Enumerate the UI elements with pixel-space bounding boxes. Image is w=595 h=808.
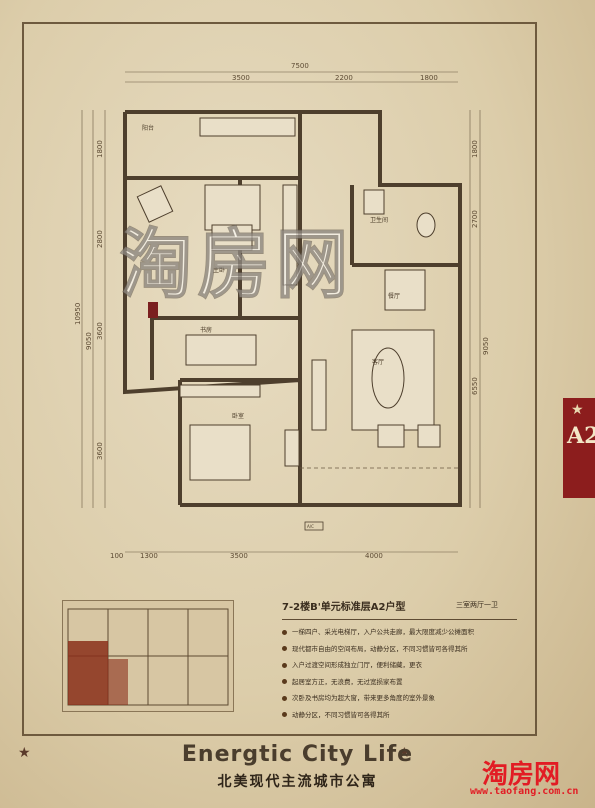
divider bbox=[282, 619, 517, 620]
unit-layout: 三室两厅一卫 bbox=[456, 601, 498, 609]
bullet-icon bbox=[282, 646, 287, 651]
watermark-text: 淘房网 bbox=[119, 219, 355, 309]
dim-left-1: 1800 bbox=[96, 140, 104, 158]
unit-code: A2 bbox=[567, 423, 595, 449]
bullet-icon bbox=[282, 662, 287, 668]
bullet-icon bbox=[282, 712, 287, 717]
dim-right-3: 6550 bbox=[471, 377, 479, 395]
unit-title: 7-2楼B'单元标准层A2户型 bbox=[282, 602, 406, 613]
dim-top-2: 2200 bbox=[335, 74, 353, 82]
dim-right-1: 1800 bbox=[471, 140, 479, 158]
feature-list: 一梯四户、采光电梯厅，入户公共走廊，最大限度减少公摊面积 现代都市自由的空间布局… bbox=[282, 624, 532, 723]
dim-top-total: 7500 bbox=[291, 62, 309, 70]
entry-door-marker bbox=[148, 302, 158, 318]
list-item: 次卧及书房均为超大窗，带来更多角度的室外景象 bbox=[282, 690, 532, 707]
brand-logo: 淘房网 bbox=[482, 760, 561, 790]
brand-url[interactable]: www.taofang.com.cn bbox=[470, 786, 579, 797]
room-label-balcony: 阳台 bbox=[142, 124, 154, 132]
dim-top-3: 1800 bbox=[420, 74, 438, 82]
room-label-bath: 卫生间 bbox=[370, 216, 388, 224]
list-item: 一梯四户、采光电梯厅，入户公共走廊，最大限度减少公摊面积 bbox=[282, 624, 532, 641]
list-item: 现代都市自由的空间布局，动静分区，不同习惯皆可各得其所 bbox=[282, 641, 532, 658]
page-frame bbox=[22, 22, 537, 736]
list-item: 入户过渡空间形成独立门厅，便利储藏，更衣 bbox=[282, 657, 532, 674]
star-icon: ★ bbox=[18, 745, 31, 761]
room-label-dining: 餐厅 bbox=[388, 292, 400, 300]
highlighted-unit bbox=[68, 641, 108, 705]
list-item: 动静分区，不同习惯皆可各得其所 bbox=[282, 707, 532, 724]
room-label-study: 书房 bbox=[200, 326, 212, 334]
room-label-ac: A/C bbox=[307, 524, 314, 529]
dim-left-2: 2800 bbox=[96, 230, 104, 248]
dim-top-1: 3500 bbox=[232, 74, 250, 82]
slogan: Energtic City Life bbox=[181, 742, 414, 767]
dim-right-total: 9050 bbox=[482, 337, 490, 355]
star-icon: ★ bbox=[398, 745, 411, 761]
room-label-bedroom: 卧室 bbox=[232, 412, 244, 420]
bullet-icon bbox=[282, 695, 287, 701]
unit-tab: ★ A2 bbox=[563, 398, 595, 498]
star-icon: ★ bbox=[571, 402, 584, 418]
dim-bottom-3: 3500 bbox=[230, 552, 248, 560]
room-label-master: 主卧 bbox=[213, 266, 225, 274]
dim-left-5: 3600 bbox=[96, 442, 104, 460]
room-label-living: 客厅 bbox=[372, 358, 384, 366]
dim-bottom-2: 1300 bbox=[140, 552, 158, 560]
dim-left-3: 9050 bbox=[85, 332, 93, 350]
dim-bottom-1: 100 bbox=[110, 552, 123, 560]
dim-right-2: 2700 bbox=[471, 210, 479, 228]
bullet-icon bbox=[282, 629, 287, 635]
unit-info: 7-2楼B'单元标准层A2户型 三室两厅一卫 一梯四户、采光电梯厅，入户公共走廊… bbox=[282, 598, 532, 723]
slogan-chinese: 北美现代主流城市公寓 bbox=[217, 774, 378, 790]
key-plan-thumbnail bbox=[62, 600, 234, 712]
dim-left-total: 10950 bbox=[74, 303, 82, 325]
list-item: 起居室方正，无浪费，无过宽损家布置 bbox=[282, 674, 532, 691]
bullet-icon bbox=[282, 679, 287, 684]
dim-bottom-4: 4000 bbox=[365, 552, 383, 560]
dim-left-4: 3600 bbox=[96, 322, 104, 340]
